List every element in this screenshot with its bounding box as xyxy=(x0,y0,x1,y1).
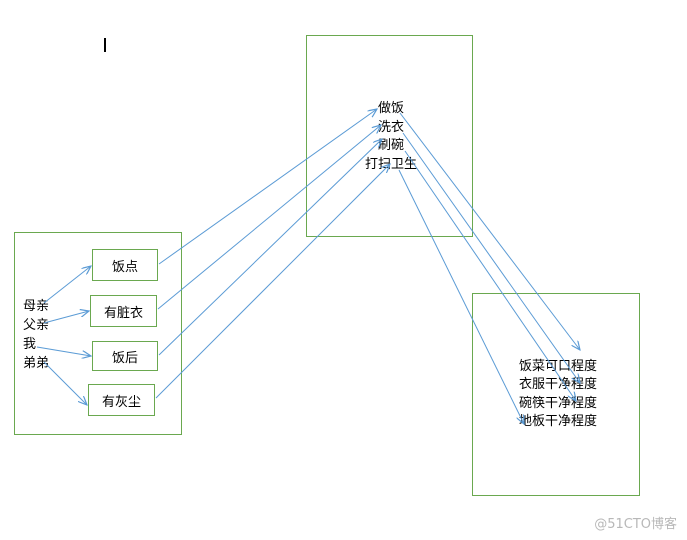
arrow-me-to-after-meal xyxy=(36,346,91,356)
arrow-dishes-to-dishes-clean xyxy=(404,150,576,401)
result-label-food: 饭菜可口程度 xyxy=(519,359,598,374)
chore-label-dishes: 刷碗 xyxy=(378,138,405,153)
result-label-floor: 地板干净程度 xyxy=(519,414,598,429)
arrow-laundry-to-clothes xyxy=(402,132,580,383)
text-cursor xyxy=(104,38,106,52)
family-label-brother: 弟弟 xyxy=(23,356,50,371)
result-label-dishes: 碗筷干净程度 xyxy=(519,396,598,411)
family-label-father: 父亲 xyxy=(23,318,50,333)
arrow-brother-to-dusty xyxy=(43,361,87,405)
state-node-mealtime: 饭点 xyxy=(92,249,158,281)
arrow-dusty-to-cleaning xyxy=(155,164,390,399)
arrow-mealtime-to-cook xyxy=(158,109,377,265)
arrow-dirty-clothes-to-laundry xyxy=(157,125,381,310)
arrow-mother-to-mealtime xyxy=(43,266,91,304)
chore-label-cook: 做饭 xyxy=(378,101,405,116)
arrow-cook-to-food xyxy=(399,112,580,350)
arrow-cleaning-to-floor xyxy=(398,169,524,424)
results-box xyxy=(472,293,640,496)
chore-label-laundry: 洗衣 xyxy=(378,120,405,135)
state-node-dirty-clothes: 有脏衣 xyxy=(90,295,157,327)
arrow-father-to-dirty-clothes xyxy=(43,311,89,324)
arrow-after-meal-to-dishes xyxy=(158,139,382,356)
chores-box xyxy=(306,35,473,237)
family-label-mother: 母亲 xyxy=(23,299,50,314)
family-label-me: 我 xyxy=(23,337,37,352)
state-node-dusty: 有灰尘 xyxy=(88,384,155,416)
watermark: @51CTO博客 xyxy=(594,517,677,532)
state-node-after-meal: 饭后 xyxy=(92,341,158,371)
